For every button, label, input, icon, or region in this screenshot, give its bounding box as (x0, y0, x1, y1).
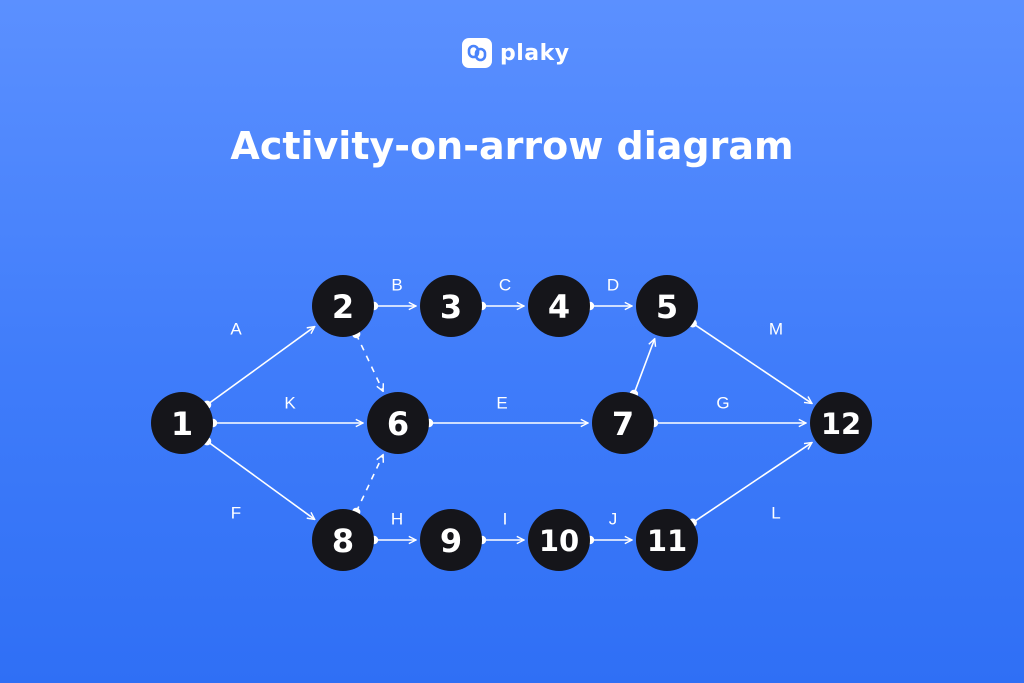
edge-1-8 (206, 440, 315, 519)
node-9: 9 (420, 509, 482, 571)
node-label: 9 (440, 522, 462, 560)
node-label: 10 (539, 524, 579, 558)
node-3: 3 (420, 275, 482, 337)
activity-label: B (391, 275, 402, 294)
node-4: 4 (528, 275, 590, 337)
node-1: 1 (151, 392, 213, 454)
node-label: 5 (656, 288, 678, 326)
page-title: Activity-on-arrow diagram (230, 124, 794, 168)
brand-logo: plaky (462, 38, 570, 68)
node-circle (528, 509, 590, 571)
node-circle (312, 275, 374, 337)
node-12: 12 (810, 392, 872, 454)
activity-label: M (769, 319, 783, 338)
node-circle (367, 392, 429, 454)
node-5: 5 (636, 275, 698, 337)
node-label: 4 (548, 288, 570, 326)
node-circle (151, 392, 213, 454)
node-circle (592, 392, 654, 454)
node-7: 7 (592, 392, 654, 454)
activity-label: K (284, 393, 296, 412)
node-circle (312, 509, 374, 571)
edge-11-12 (692, 443, 812, 524)
activity-label: G (716, 393, 729, 412)
node-circle (420, 509, 482, 571)
node-label: 1 (171, 405, 193, 443)
node-11: 11 (636, 509, 698, 571)
node-circle (420, 275, 482, 337)
activity-label: I (503, 509, 508, 528)
plaky-logo-icon (462, 38, 492, 68)
node-label: 7 (612, 405, 634, 443)
activity-label: E (496, 393, 507, 412)
brand-name: plaky (500, 40, 570, 66)
activity-label: H (391, 509, 403, 528)
edge-8-6 (355, 455, 383, 513)
node-circle (810, 392, 872, 454)
activity-label: J (609, 509, 618, 528)
edge-1-2 (206, 327, 315, 406)
activity-label: A (230, 319, 242, 338)
node-label: 6 (387, 405, 409, 443)
node-label: 12 (821, 407, 861, 441)
node-circle (528, 275, 590, 337)
node-6: 6 (367, 392, 429, 454)
edge-7-5 (633, 339, 655, 395)
activity-label: F (231, 503, 241, 522)
edge-5-12 (692, 322, 812, 403)
node-label: 3 (440, 288, 462, 326)
node-circle (636, 275, 698, 337)
node-label: 2 (332, 288, 354, 326)
activity-label: L (771, 503, 780, 522)
node-2: 2 (312, 275, 374, 337)
node-circle (636, 509, 698, 571)
edge-2-6 (355, 333, 383, 391)
activity-label: C (499, 275, 511, 294)
node-label: 11 (647, 524, 687, 558)
node-label: 8 (332, 522, 354, 560)
activity-label: D (607, 275, 619, 294)
node-10: 10 (528, 509, 590, 571)
node-8: 8 (312, 509, 374, 571)
